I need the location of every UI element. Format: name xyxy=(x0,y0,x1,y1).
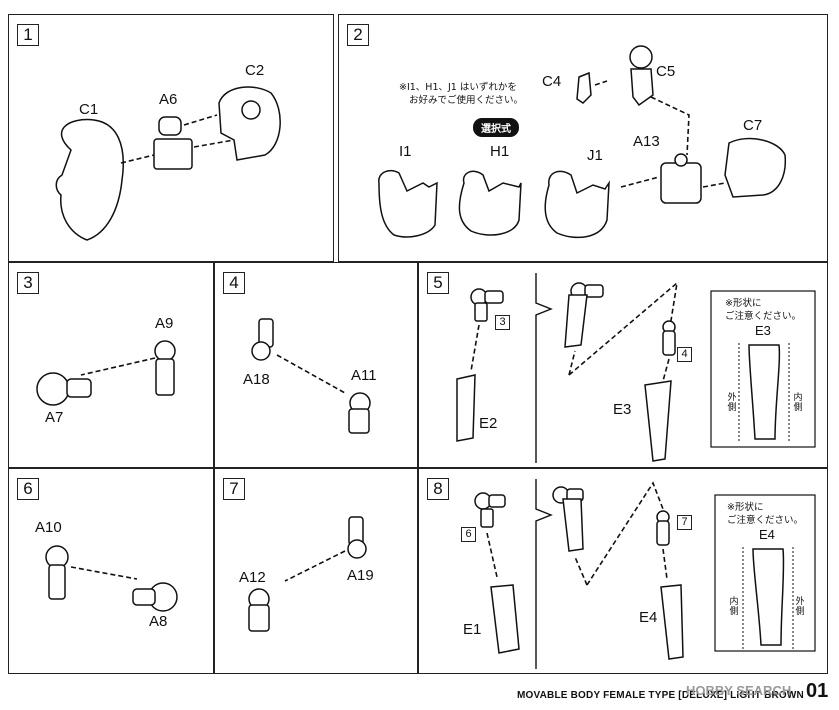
page-number: 01 xyxy=(806,680,829,702)
step-3-illustration xyxy=(36,340,176,406)
part-label-a11: A11 xyxy=(351,367,377,384)
part-c4 xyxy=(576,71,592,104)
part-a-upper xyxy=(484,290,504,304)
step-number: 8 xyxy=(427,478,449,500)
part-label-j1: J1 xyxy=(587,147,603,164)
part-c5 xyxy=(629,45,653,69)
option-note-2: お好みでご使用ください。 xyxy=(409,95,524,106)
step-4-illustration xyxy=(251,318,371,434)
step-number: 2 xyxy=(347,24,369,46)
step-ref-3: 3 xyxy=(495,315,510,330)
step-8-panel: 8 E1 E4 6 7 ※形状に ご注意ください。 E4 内側 外側 xyxy=(418,468,828,674)
part-label-i1: I1 xyxy=(399,143,412,160)
part-label-c2: C2 xyxy=(245,62,265,79)
part-label-c5: C5 xyxy=(656,63,676,80)
watermark: HOBBY SEARCH xyxy=(686,683,792,698)
part-label-e1: E1 xyxy=(463,621,482,638)
part-e3 xyxy=(644,380,672,462)
step-ref-4: 4 xyxy=(677,347,692,362)
part-label-c4: C4 xyxy=(542,73,562,90)
part-label-a13: A13 xyxy=(633,133,660,150)
step-number: 1 xyxy=(17,24,39,46)
step-6-illustration xyxy=(45,545,178,612)
step-number: 6 xyxy=(17,478,39,500)
step-5-illustration xyxy=(456,273,816,463)
step-6-panel: 6 A10 A8 xyxy=(8,468,214,674)
step-8-illustration xyxy=(474,479,816,669)
part-e4 xyxy=(660,584,684,660)
step-2-illustration xyxy=(378,45,787,239)
part-label-a19: A19 xyxy=(347,567,374,584)
shape-label-e4: E4 xyxy=(759,527,775,542)
part-label-c1: C1 xyxy=(79,101,99,118)
part-c7 xyxy=(724,137,787,198)
step-number: 3 xyxy=(17,272,39,294)
step-ref-6: 6 xyxy=(461,527,476,542)
side-inner: 内側 xyxy=(793,393,803,413)
head-part-c1 xyxy=(55,118,124,241)
step-number: 7 xyxy=(223,478,245,500)
step-number: 4 xyxy=(223,272,245,294)
step-1-illustration xyxy=(55,86,281,241)
part-j1 xyxy=(544,170,610,239)
step-1-panel: 1 C1 A6 C2 xyxy=(8,14,334,262)
step-ref-7: 7 xyxy=(677,515,692,530)
part-label-e3: E3 xyxy=(613,401,632,418)
side-inner: 内側 xyxy=(729,597,739,617)
side-outer: 外側 xyxy=(795,597,805,617)
part-h1 xyxy=(458,170,522,236)
part-a7 xyxy=(36,372,70,406)
part-label-c7: C7 xyxy=(743,117,763,134)
shape-note-2: ご注意ください。 xyxy=(725,311,802,322)
part-label-a18: A18 xyxy=(243,371,270,388)
part-label-a12: A12 xyxy=(239,569,266,586)
part-c2 xyxy=(218,86,281,161)
part-a9 xyxy=(154,340,176,362)
part-a13 xyxy=(660,162,702,204)
shape-e4 xyxy=(752,548,785,646)
side-outer: 外側 xyxy=(727,393,737,413)
shape-note-2: ご注意ください。 xyxy=(727,515,804,526)
shape-label-e3: E3 xyxy=(755,323,771,338)
part-label-e2: E2 xyxy=(479,415,498,432)
option-note: ※I1、H1、J1 はいずれかを xyxy=(399,82,517,93)
part-label-a8: A8 xyxy=(149,613,168,630)
part-label-e4: E4 xyxy=(639,609,658,626)
shape-note-1: ※形状に xyxy=(725,298,762,309)
step-3-panel: 3 A9 A7 xyxy=(8,262,214,468)
part-label-a6: A6 xyxy=(159,91,178,108)
part-e2 xyxy=(456,374,476,442)
part-a6 xyxy=(153,138,193,170)
product-title: MOVABLE BODY FEMALE TYPE [DELUXE] LIGHT … xyxy=(517,690,804,701)
step-7-panel: 7 A12 A19 xyxy=(214,468,418,674)
part-label-a10: A10 xyxy=(35,519,62,536)
part-i1 xyxy=(378,169,438,238)
part-e1 xyxy=(490,584,520,654)
shape-e3 xyxy=(748,344,781,440)
part-label-a9: A9 xyxy=(155,315,174,332)
step-7-illustration xyxy=(248,516,367,632)
assembly-arrow xyxy=(120,154,155,164)
part-label-h1: H1 xyxy=(490,143,510,160)
shape-note-1: ※形状に xyxy=(727,502,764,513)
selection-badge: 選択式 xyxy=(473,118,519,137)
step-4-panel: 4 A18 A11 xyxy=(214,262,418,468)
step-number: 5 xyxy=(427,272,449,294)
step-5-panel: 5 E2 E3 3 4 ※形状に ご注意ください。 E3 外側 内側 xyxy=(418,262,828,468)
step-2-panel: 2 ※I1、H1、J1 はいずれかを お好みでご使用ください。 選択式 C4 C… xyxy=(338,14,828,262)
part-label-a7: A7 xyxy=(45,409,64,426)
